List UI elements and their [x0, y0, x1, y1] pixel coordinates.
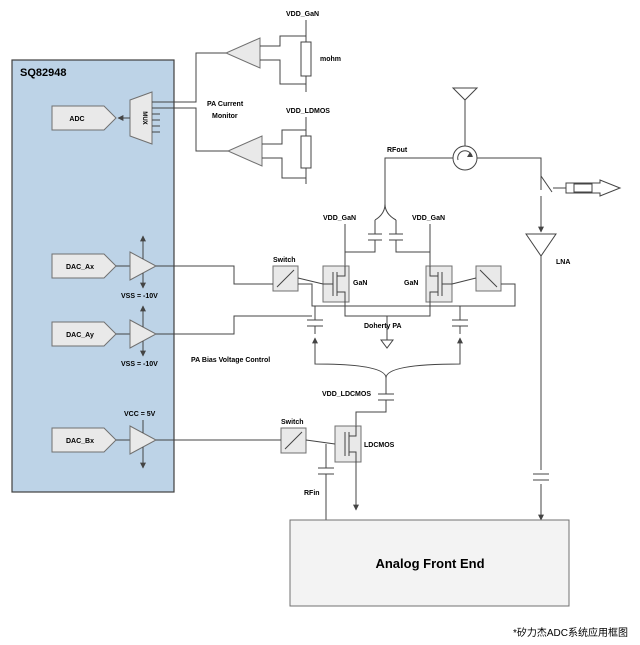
mohm-label: mohm	[320, 56, 341, 63]
lna-amplifier	[525, 233, 557, 257]
rfin-label: RFin	[304, 490, 320, 497]
doherty-pa-label: Doherty PA	[364, 323, 402, 330]
current-sense-amp-gan	[224, 37, 261, 69]
pa-bias-voltage-control-label: PA Bias Voltage Control	[191, 357, 270, 364]
lna-label: LNA	[556, 259, 570, 266]
mux-block: MUX	[129, 91, 160, 145]
antenna-icon	[451, 87, 479, 146]
switch-2-right	[475, 265, 502, 292]
resistor-icon	[300, 41, 312, 77]
dac-ay-block: DAC_Ay	[51, 321, 117, 347]
switch-label-2: Switch	[281, 419, 304, 426]
dac-ax-block: DAC_Ax	[51, 253, 117, 279]
vdd-gan-top-label: VDD_GaN	[286, 11, 319, 18]
transistor-icon	[322, 265, 350, 303]
mux-label: MUX	[141, 111, 147, 124]
pa-current-monitor-line1: PA Current	[207, 101, 244, 108]
analog-front-end-block: Analog Front End	[289, 519, 570, 607]
vdd-ldmos-top-label: VDD_LDMOS	[286, 108, 330, 115]
figure-caption: *矽力杰ADC系统应用框图	[513, 626, 628, 639]
buffer-ax	[116, 235, 158, 289]
vss-label-2: VSS = -10V	[121, 361, 158, 368]
switch-2	[280, 427, 307, 454]
transistor-icon	[334, 425, 362, 463]
dac-ay-label: DAC_Ay	[66, 332, 94, 339]
resistor-icon	[300, 135, 312, 169]
circulator-icon	[452, 145, 478, 171]
buffer-ay	[116, 305, 158, 357]
gan-left-label: GaN	[353, 280, 367, 287]
vdd-gan-right-label: VDD_GaN	[412, 215, 445, 222]
dac-bx-label: DAC_Bx	[66, 438, 94, 445]
buffer-bx	[116, 420, 158, 469]
adc-label: ADC	[69, 116, 84, 123]
transistor-icon	[425, 265, 453, 303]
afe-label: Analog Front End	[375, 556, 484, 571]
vcc-label: VCC = 5V	[124, 411, 156, 418]
vdd-ldcmos-label: VDD_LDCMOS	[322, 391, 371, 398]
gan-right-label: GaN	[404, 280, 418, 287]
dac-ax-label: DAC_Ax	[66, 264, 94, 271]
ldcmos-label: LDCMOS	[364, 442, 395, 449]
switch-1	[272, 265, 299, 292]
current-sense-amp-ldmos	[226, 135, 263, 167]
pa-current-monitor-line2: Monitor	[212, 113, 238, 120]
adc-block: ADC	[51, 105, 117, 131]
chip-name: SQ82948	[20, 67, 66, 79]
ground-icon	[380, 339, 394, 349]
rfout-label: RFout	[387, 147, 408, 154]
vdd-gan-left-label: VDD_GaN	[323, 215, 356, 222]
switch-label-1: Switch	[273, 257, 296, 264]
dac-bx-block: DAC_Bx	[51, 427, 117, 453]
vss-label-1: VSS = -10V	[121, 293, 158, 300]
capacitor-icon	[533, 473, 549, 481]
